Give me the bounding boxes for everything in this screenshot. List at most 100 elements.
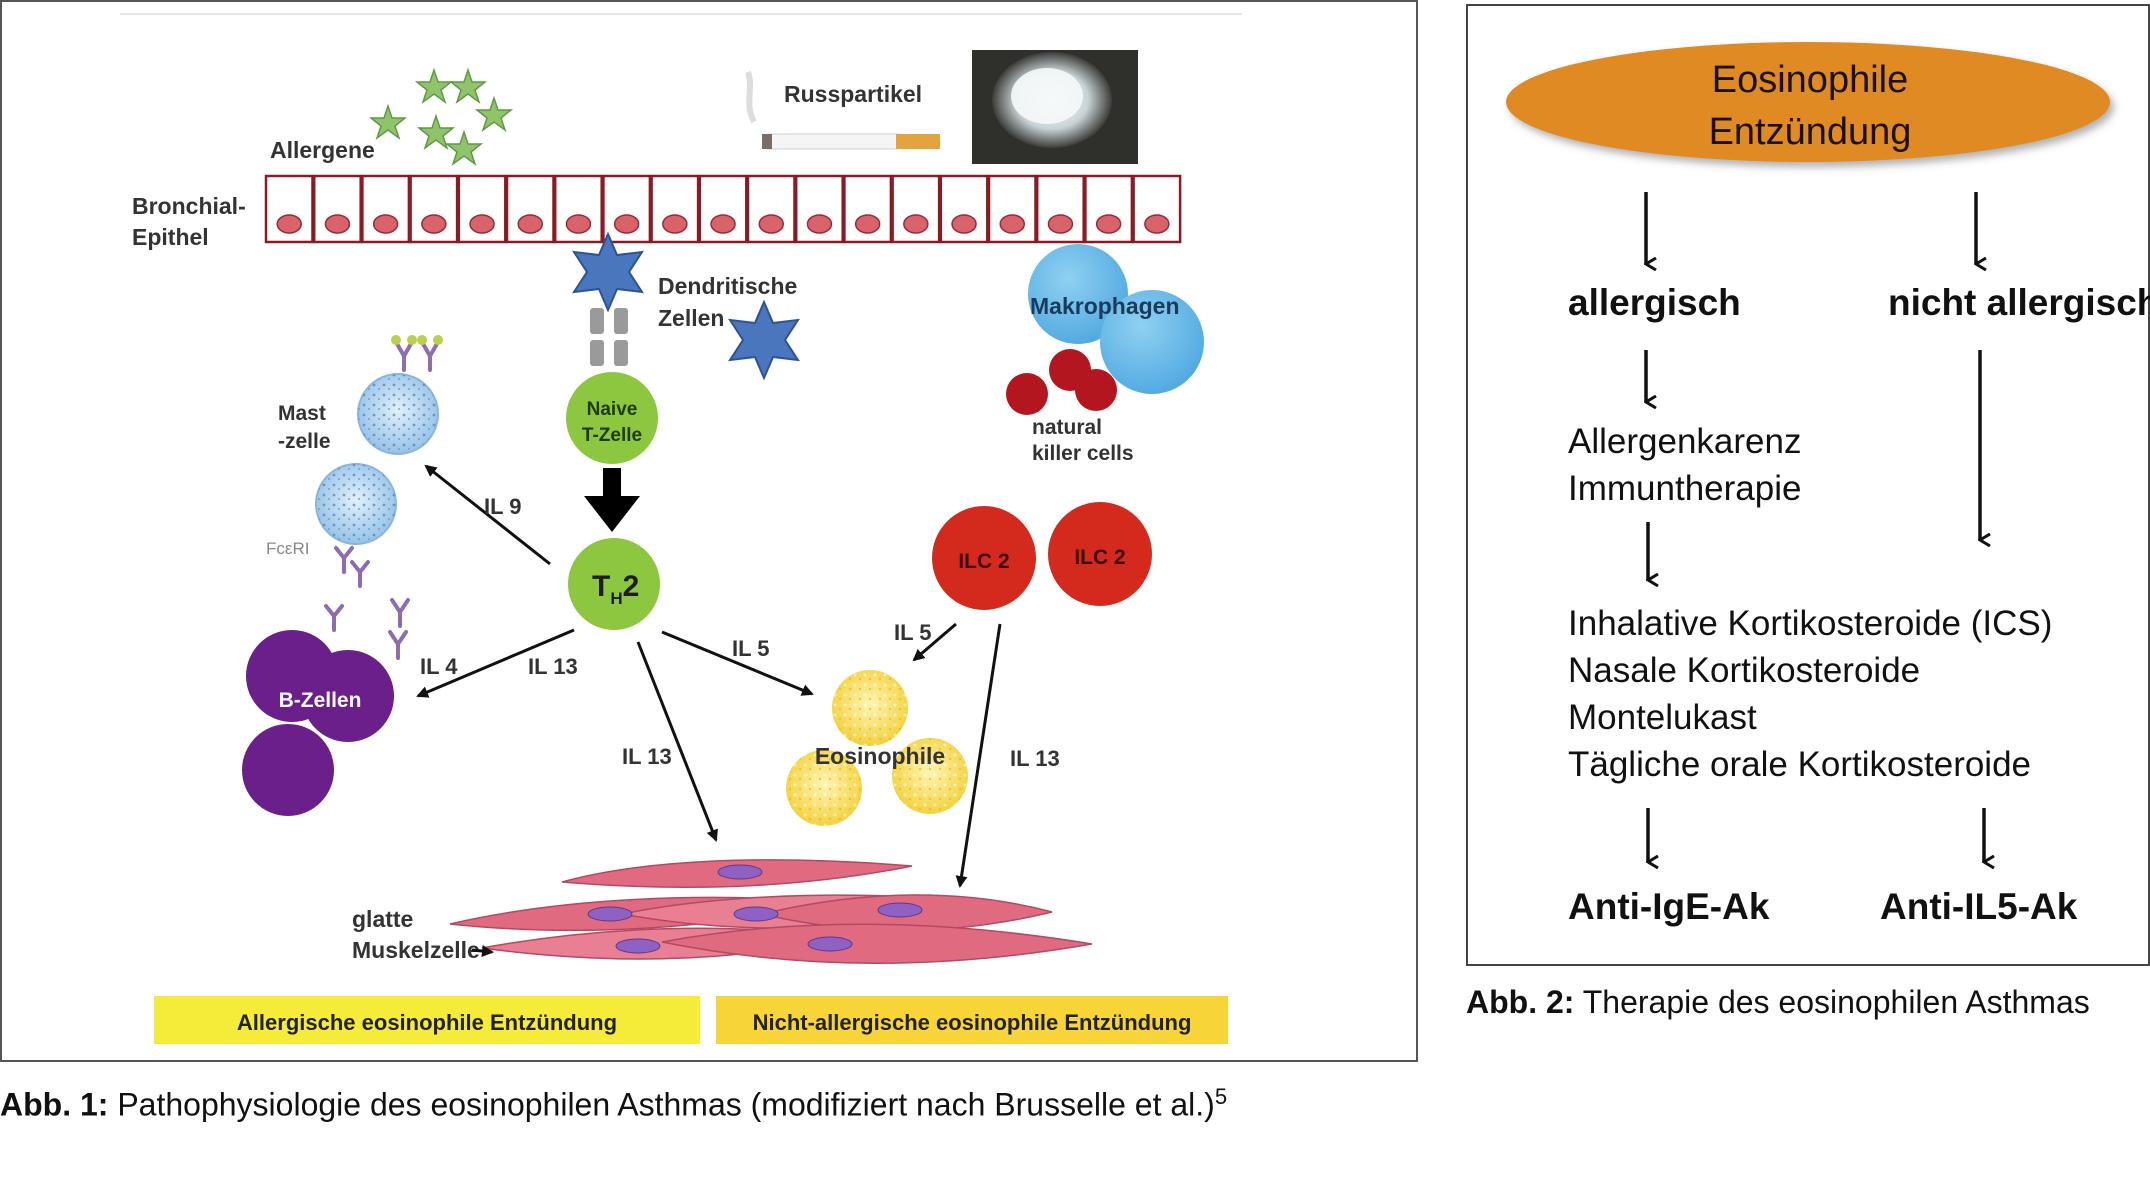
receptor-dots bbox=[391, 335, 443, 345]
epithel-nucleus bbox=[421, 214, 447, 234]
figure-2-caption: Abb. 2: Therapie des eosinophilen Asthma… bbox=[1466, 984, 2090, 1021]
label-anti-il5: Anti-IL5-Ak bbox=[1880, 886, 2078, 927]
arrow-il13-right bbox=[955, 623, 1002, 888]
label-allergene: Allergene bbox=[270, 137, 375, 163]
label-non-allergic-bar: Nicht-allergische eosinophile Entzündung bbox=[753, 1010, 1192, 1035]
label-bronchial-1: Bronchial- bbox=[132, 193, 246, 219]
bronchial-epithel-cells bbox=[264, 174, 1182, 244]
label-russpartikel: Russpartikel bbox=[784, 81, 922, 107]
epithel-nucleus bbox=[662, 214, 688, 234]
figure-1-caption: Abb. 1: Pathophysiologie des eosinophile… bbox=[0, 1084, 1227, 1124]
label-dendritische-1: Dendritische bbox=[658, 273, 797, 299]
epithel-nucleus bbox=[1095, 214, 1122, 234]
natural-killer-cells bbox=[1006, 349, 1117, 415]
line-oral: Tägliche orale Kortikosteroide bbox=[1568, 745, 2032, 784]
allergen-measures: Allergenkarenz Immuntherapie bbox=[1568, 418, 1801, 512]
epithel-nucleus bbox=[613, 214, 640, 234]
cigarette-icon bbox=[745, 71, 940, 150]
figure-2-therapy: Eosinophile Entzündung allergisch nicht … bbox=[1466, 4, 2150, 966]
smooth-muscle-cells bbox=[449, 859, 1093, 964]
epithel-nucleus bbox=[1047, 214, 1074, 234]
caption-2-bold: Abb. 2: bbox=[1466, 984, 1575, 1020]
caption-2-text: Therapie des eosinophilen Asthmas bbox=[1574, 984, 2090, 1020]
ellipse-text: Eosinophile Entzündung bbox=[1468, 54, 2150, 158]
label-anti-ige: Anti-IgE-Ak bbox=[1568, 886, 1770, 927]
naive-t-cell bbox=[566, 372, 658, 464]
arrow-il13-mid bbox=[636, 641, 718, 842]
label-il13-left: IL 13 bbox=[528, 654, 578, 679]
epithel-nucleus bbox=[903, 214, 929, 234]
th2-sub: H bbox=[610, 589, 622, 608]
ilc2-cell-a bbox=[932, 506, 1036, 610]
ellipse-line-2: Entzündung bbox=[1708, 111, 1912, 153]
line-ics: Inhalative Kortikosteroide (ICS) bbox=[1568, 604, 2053, 643]
epithel-nucleus bbox=[517, 214, 543, 234]
arrow-il5-mid bbox=[661, 630, 814, 696]
caption-1-bold: Abb. 1: bbox=[0, 1086, 109, 1123]
epithel-nucleus bbox=[324, 214, 351, 234]
label-ilc2-b: ILC 2 bbox=[1074, 546, 1125, 569]
non-allergic-inflammation-bar bbox=[716, 996, 1228, 1044]
epithel-nucleus bbox=[565, 214, 592, 234]
flow-arrows bbox=[1646, 192, 1984, 862]
label-il13-mid: IL 13 bbox=[622, 744, 672, 769]
epithel-nucleus bbox=[951, 214, 977, 234]
pathophysiology-diagram: Allergene Russpartikel Bronchial- Epithe… bbox=[120, 13, 1242, 1044]
cytokine-arrows bbox=[416, 464, 1002, 957]
label-naive-1: Naive bbox=[587, 399, 638, 420]
label-allergic-bar: Allergische eosinophile Entzündung bbox=[237, 1010, 617, 1035]
th2-label: TH2 bbox=[592, 570, 639, 608]
inflammation-ellipse bbox=[1506, 42, 2110, 162]
label-glatte-1: glatte bbox=[352, 906, 413, 932]
label-dendritische-2: Zellen bbox=[658, 305, 724, 331]
label-ilc2-a: ILC 2 bbox=[958, 550, 1009, 573]
label-allergisch: allergisch bbox=[1568, 282, 1741, 323]
macrophage-cells bbox=[1028, 244, 1204, 394]
receptor-bars bbox=[590, 308, 628, 366]
arrow-muscle-pointer bbox=[471, 945, 494, 957]
label-il13-right: IL 13 bbox=[1010, 746, 1060, 771]
th2-cell bbox=[568, 538, 660, 630]
epithel-nucleus bbox=[710, 214, 736, 234]
epithel-nucleus bbox=[854, 214, 881, 234]
label-makrophagen: Makrophagen bbox=[1030, 293, 1180, 319]
arrow-naive-to-th2 bbox=[584, 468, 640, 532]
epithel-nucleus bbox=[806, 214, 833, 234]
line-immuntherapie: Immuntherapie bbox=[1568, 469, 1802, 508]
allergic-inflammation-bar bbox=[154, 996, 700, 1044]
label-mast-1: Mast bbox=[278, 402, 326, 425]
th2-main: T bbox=[592, 570, 610, 603]
label-il9: IL 9 bbox=[484, 494, 522, 519]
ellipse-line-1: Eosinophile bbox=[1711, 59, 1909, 101]
allergen-stars-icon bbox=[368, 67, 514, 166]
epithel-cell bbox=[505, 174, 555, 244]
line-allergenkarenz: Allergenkarenz bbox=[1568, 422, 1802, 461]
caption-1-text: Pathophysiologie des eosinophilen Asthma… bbox=[108, 1086, 1215, 1123]
epithel-nucleus bbox=[1144, 214, 1170, 234]
mast-cells bbox=[315, 373, 439, 545]
epithel-cell bbox=[361, 174, 411, 244]
arrow-il4-il13 bbox=[416, 628, 575, 698]
therapy-flowchart bbox=[1506, 42, 2110, 968]
b-cells bbox=[242, 630, 394, 816]
label-nicht-allergisch: nicht allergisch bbox=[1888, 282, 2150, 323]
caption-1-sup: 5 bbox=[1214, 1084, 1228, 1109]
arrow-il5-right bbox=[912, 622, 957, 662]
epithel-nucleus bbox=[372, 214, 399, 234]
eosinophil-cells bbox=[786, 670, 968, 826]
line-montelukast: Montelukast bbox=[1568, 698, 1757, 737]
label-b-zellen: B-Zellen bbox=[279, 689, 362, 712]
label-il5-right: IL 5 bbox=[894, 620, 932, 645]
dendritic-cell-icon bbox=[571, 231, 801, 381]
soot-particle-photo bbox=[972, 50, 1138, 164]
label-nk-1: natural bbox=[1032, 416, 1102, 439]
label-mast-2: -zelle bbox=[278, 430, 331, 453]
therapy-list: Inhalative Kortikosteroide (ICS) Nasale … bbox=[1568, 600, 2052, 788]
label-bronchial-2: Epithel bbox=[132, 224, 209, 250]
label-fceri: FcεRI bbox=[266, 539, 309, 558]
label-il5-mid: IL 5 bbox=[732, 636, 770, 661]
label-naive-2: T-Zelle bbox=[582, 425, 642, 446]
label-il4: IL 4 bbox=[420, 654, 458, 679]
epithel-nucleus bbox=[999, 214, 1025, 234]
epithel-nucleus bbox=[469, 214, 495, 234]
